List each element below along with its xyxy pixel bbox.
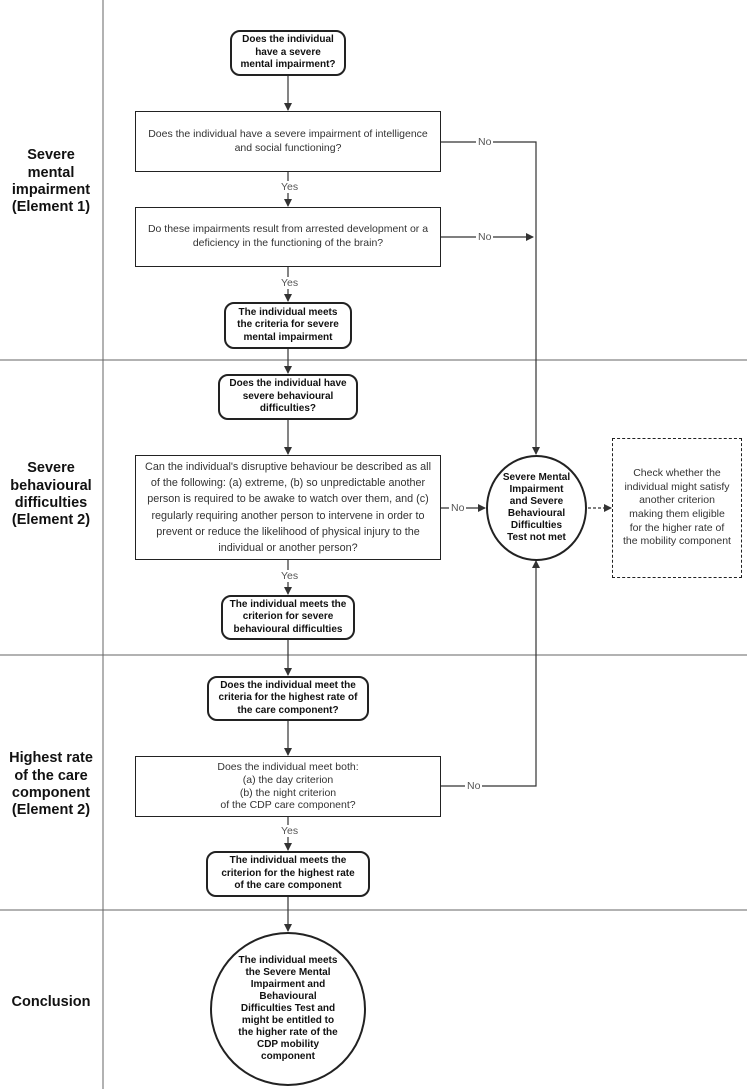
question-day-night-criterion: Does the individual meet both: (a) the d… [135,756,441,817]
result-meets-highest-rate-care: The individual meets the criterion for t… [206,851,370,897]
note-check-mobility-criterion: Check whether the individual might satis… [612,438,742,578]
question-severe-behavioural-difficulties: Does the individual have severe behaviou… [218,374,358,420]
edge-label-no: No [476,136,494,148]
lane-label-severe-mental-impairment: Severe mental impairment (Element 1) [11,147,91,216]
edge-label-yes: Yes [279,825,301,837]
question-severe-mental-impairment: Does the individual have a severe mental… [230,30,346,76]
result-meets-severe-behavioural-difficulties: The individual meets the criterion for s… [221,595,355,640]
question-disruptive-behaviour: Can the individual's disruptive behaviou… [135,455,441,560]
edge-no-both [441,560,540,787]
question-intelligence-social: Does the individual have a severe impair… [135,111,441,172]
result-test-not-met: Severe Mental Impairment and Severe Beha… [486,455,587,561]
edge-label-yes: Yes [279,181,301,193]
edge-label-yes: Yes [279,277,301,289]
edge-label-no: No [465,780,483,792]
lane-label-conclusion: Conclusion [11,994,91,1011]
edge-label-no: No [449,502,467,514]
lane-label-highest-rate-care: Highest rate of the care component (Elem… [9,750,93,819]
question-arrested-development: Do these impairments result from arreste… [135,207,441,267]
question-highest-rate-care: Does the individual meet the criteria fo… [207,676,369,721]
result-conclusion: The individual meets the Severe Mental I… [210,932,366,1086]
edge-label-yes: Yes [279,570,301,582]
edge-label-no: No [476,231,494,243]
edge-no-intel [441,141,540,455]
lane-label-severe-behavioural-difficulties: Severe behavioural difficulties (Element… [10,460,92,529]
result-meets-severe-mental-impairment: The individual meets the criteria for se… [224,302,352,349]
